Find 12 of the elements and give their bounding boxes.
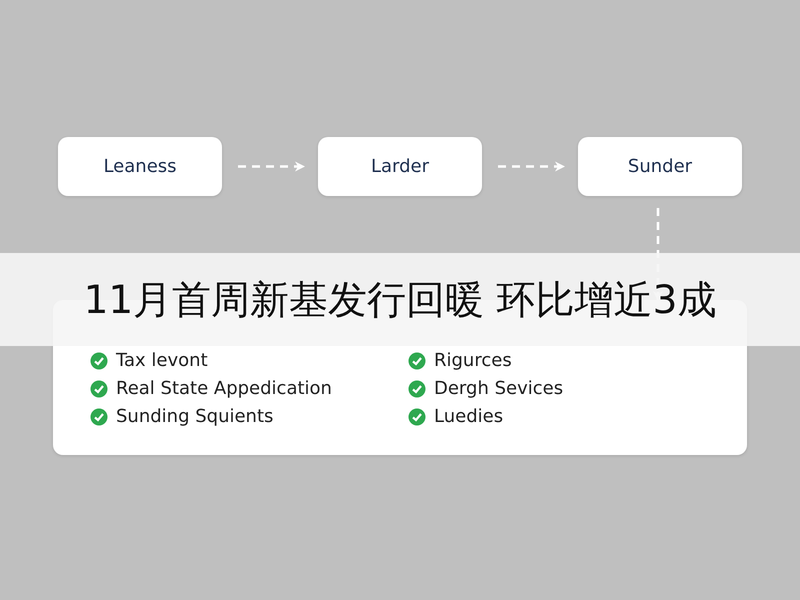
title: 11月首周新基发行回暖 环比增近3成 <box>84 276 716 324</box>
process-box: Leaness <box>58 137 222 196</box>
list-item-text: Tax levont <box>116 350 208 371</box>
list-item-text: Luedies <box>434 406 504 427</box>
arrow <box>498 162 565 172</box>
list-item-text: Rigurces <box>434 350 512 371</box>
list-item-text: Dergh Sevices <box>434 378 564 399</box>
list-item-text: Sunding Squients <box>116 406 274 427</box>
arrow <box>238 162 305 172</box>
process-box: Sunder <box>578 137 742 196</box>
list-item-text: Real State Appedication <box>116 378 332 399</box>
process-box: Larder <box>318 137 482 196</box>
